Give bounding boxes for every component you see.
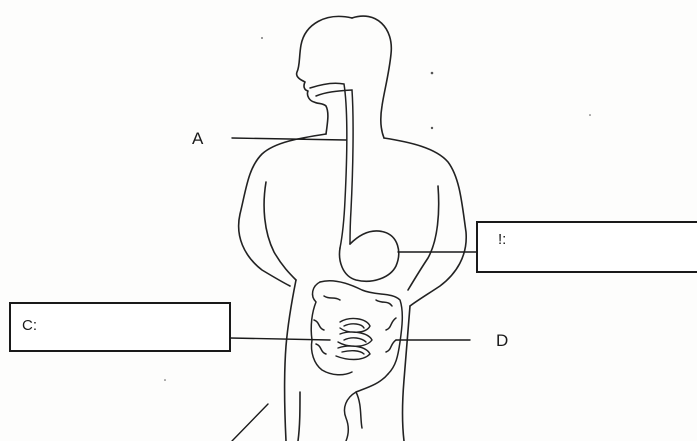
leader-line-c [230,338,330,340]
small-intestine [336,319,372,360]
stomach [340,231,399,281]
answer-box-b[interactable]: !: [477,222,697,272]
body-outline [239,16,467,441]
leader-line-a [232,138,346,140]
leader-lines [230,138,478,441]
answer-box-c[interactable]: C: [10,303,230,351]
leader-line-bottom [232,404,268,441]
esophagus [310,83,353,248]
answer-box-c-label: C: [22,317,37,334]
label-d: D [496,331,508,350]
answer-box-b-text: !: [498,231,506,248]
large-intestine [311,281,402,441]
label-a: A [192,129,204,148]
